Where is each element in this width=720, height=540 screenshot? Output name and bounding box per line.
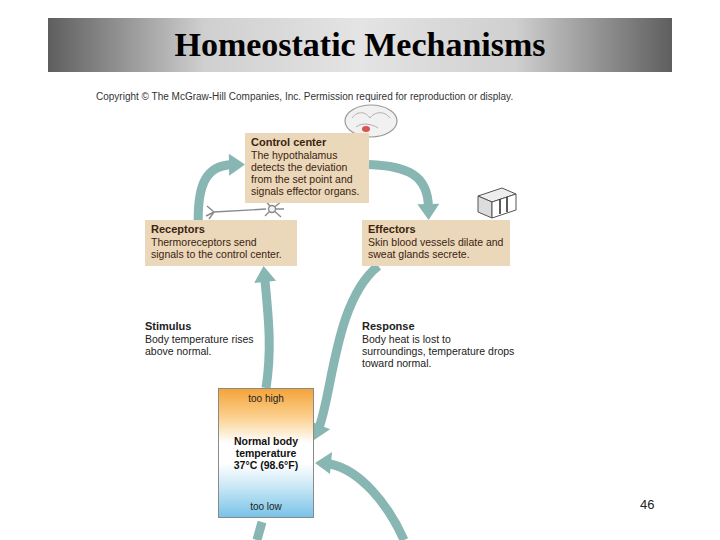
temperature-scale: too highNormal body temperature 37°C (98… [218, 388, 314, 518]
step-description: Body temperature rises above normal. [145, 333, 255, 357]
scale-end-label: too low [250, 501, 282, 513]
feedback-arrow [198, 154, 245, 220]
set-point-label: Normal body temperature 37°C (98.6°F) [223, 435, 309, 471]
box-body: Skin blood vessels dilate and sweat glan… [368, 236, 504, 260]
feedback-arrow [254, 266, 276, 388]
control-center-box: Control centerThe hypothalamus detects t… [245, 133, 369, 203]
arrowhead [417, 204, 439, 220]
arrowhead [254, 266, 276, 283]
skin-block-icon [478, 188, 516, 218]
copyright-note: Copyright © The McGraw-Hill Companies, I… [96, 91, 513, 103]
arrow-band [369, 165, 428, 208]
box-heading: Effectors [368, 223, 504, 236]
effector-box: EffectorsSkin blood vessels dilate and s… [362, 220, 510, 266]
neuron-illustration [206, 201, 284, 219]
scale-end-label: too high [248, 393, 284, 405]
step-heading: Stimulus [145, 320, 257, 333]
title-bar: Homeostatic Mechanisms [48, 18, 672, 72]
box-body: Thermoreceptors send signals to the cont… [151, 236, 291, 260]
page-number: 46 [640, 497, 654, 512]
step-heading: Response [362, 320, 512, 333]
receptor-box: ReceptorsThermoreceptors send signals to… [145, 220, 297, 266]
box-body: The hypothalamus detects the deviation f… [251, 149, 363, 197]
arrowhead [229, 154, 245, 176]
arrow-band [198, 165, 232, 220]
feedback-arrow [369, 165, 439, 221]
arrow-band [265, 279, 269, 388]
box-heading: Control center [251, 136, 363, 149]
slide-title: Homeostatic Mechanisms [174, 26, 545, 64]
step-description: Body heat is lost to surroundings, tempe… [362, 333, 517, 369]
box-heading: Receptors [151, 223, 291, 236]
